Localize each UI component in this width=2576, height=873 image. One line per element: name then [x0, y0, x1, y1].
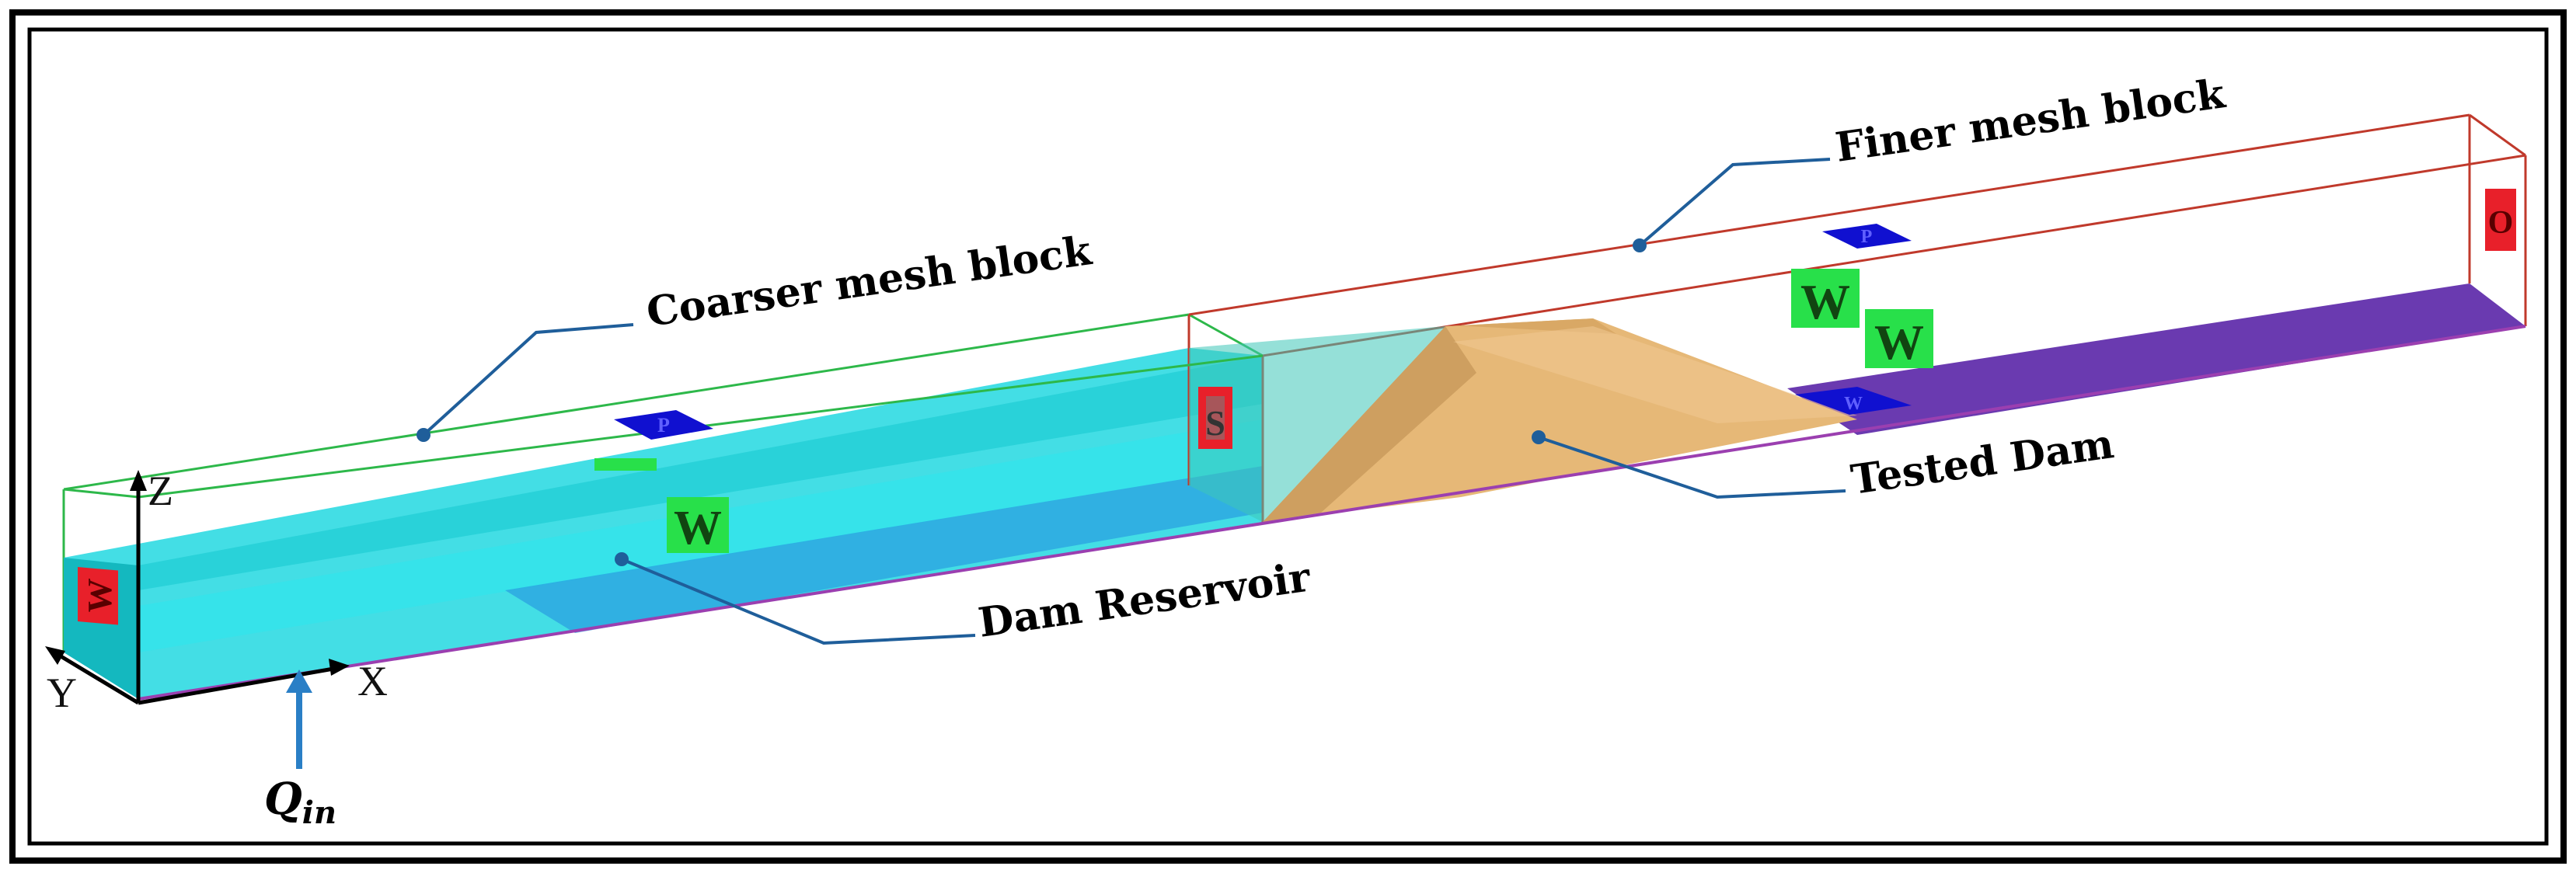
boundary-symmetry-marker: S — [1198, 387, 1232, 449]
svg-text:W: W — [674, 502, 722, 555]
leader-dots — [417, 238, 1647, 566]
svg-text:W: W — [1800, 274, 1850, 329]
axis-y-arrowhead — [45, 646, 65, 665]
reservoir-bottom-blue — [505, 466, 1263, 633]
outer-frame — [9, 9, 2567, 864]
svg-text:S: S — [1205, 403, 1225, 443]
boundary-pressure-marker-right: P — [1822, 224, 1912, 249]
inner-frame — [27, 27, 2549, 846]
boundary-pressure-marker-left: P — [614, 410, 713, 440]
fine-mesh-block — [1187, 113, 2527, 522]
axis-x-arrowhead — [329, 659, 350, 676]
boundary-wall-small-right: W — [1795, 387, 1912, 415]
label-finer-mesh-block: Finer mesh block — [1832, 70, 2228, 172]
svg-text:W: W — [1844, 394, 1863, 414]
svg-text:P: P — [657, 414, 670, 436]
label-tested-dam: Tested Dam — [1848, 420, 2117, 504]
reservoir-overlay — [1189, 326, 1445, 522]
svg-text:W: W — [1874, 315, 1924, 370]
boundary-wall-marker-fine-1: W — [1791, 269, 1860, 329]
label-dam-reservoir: Dam Reservoir — [975, 554, 1313, 647]
reservoir-water-band-2 — [138, 356, 1263, 590]
axis-y-label: Y — [47, 670, 77, 716]
inflow-arrow — [286, 670, 312, 769]
svg-text:O: O — [2488, 205, 2514, 241]
boundary-wall-marker-fine-2: W — [1865, 309, 1933, 370]
label-coarser-mesh-block: Coarser mesh block — [643, 227, 1095, 336]
boundary-outflow-marker: O — [2485, 189, 2516, 251]
outlet-floor — [1787, 283, 2525, 435]
dam-crest-band — [1453, 326, 1857, 423]
boundary-wall-marker-hidden — [594, 458, 657, 471]
leader-lines — [422, 158, 1846, 645]
axis-triad — [53, 483, 339, 705]
boundary-wall-inlet-marker: W — [78, 567, 119, 625]
svg-text:W: W — [81, 577, 119, 614]
tested-dam-upstream-face — [1263, 326, 1476, 522]
inflow-label: Qin — [264, 774, 336, 831]
axis-z-label: Z — [148, 468, 173, 514]
boundary-wall-marker-reservoir: W — [667, 497, 729, 555]
svg-text:P: P — [1861, 227, 1873, 247]
flume-bed — [138, 325, 2526, 701]
axis-x-label: X — [357, 658, 388, 704]
axis-z-arrowhead — [130, 470, 147, 491]
